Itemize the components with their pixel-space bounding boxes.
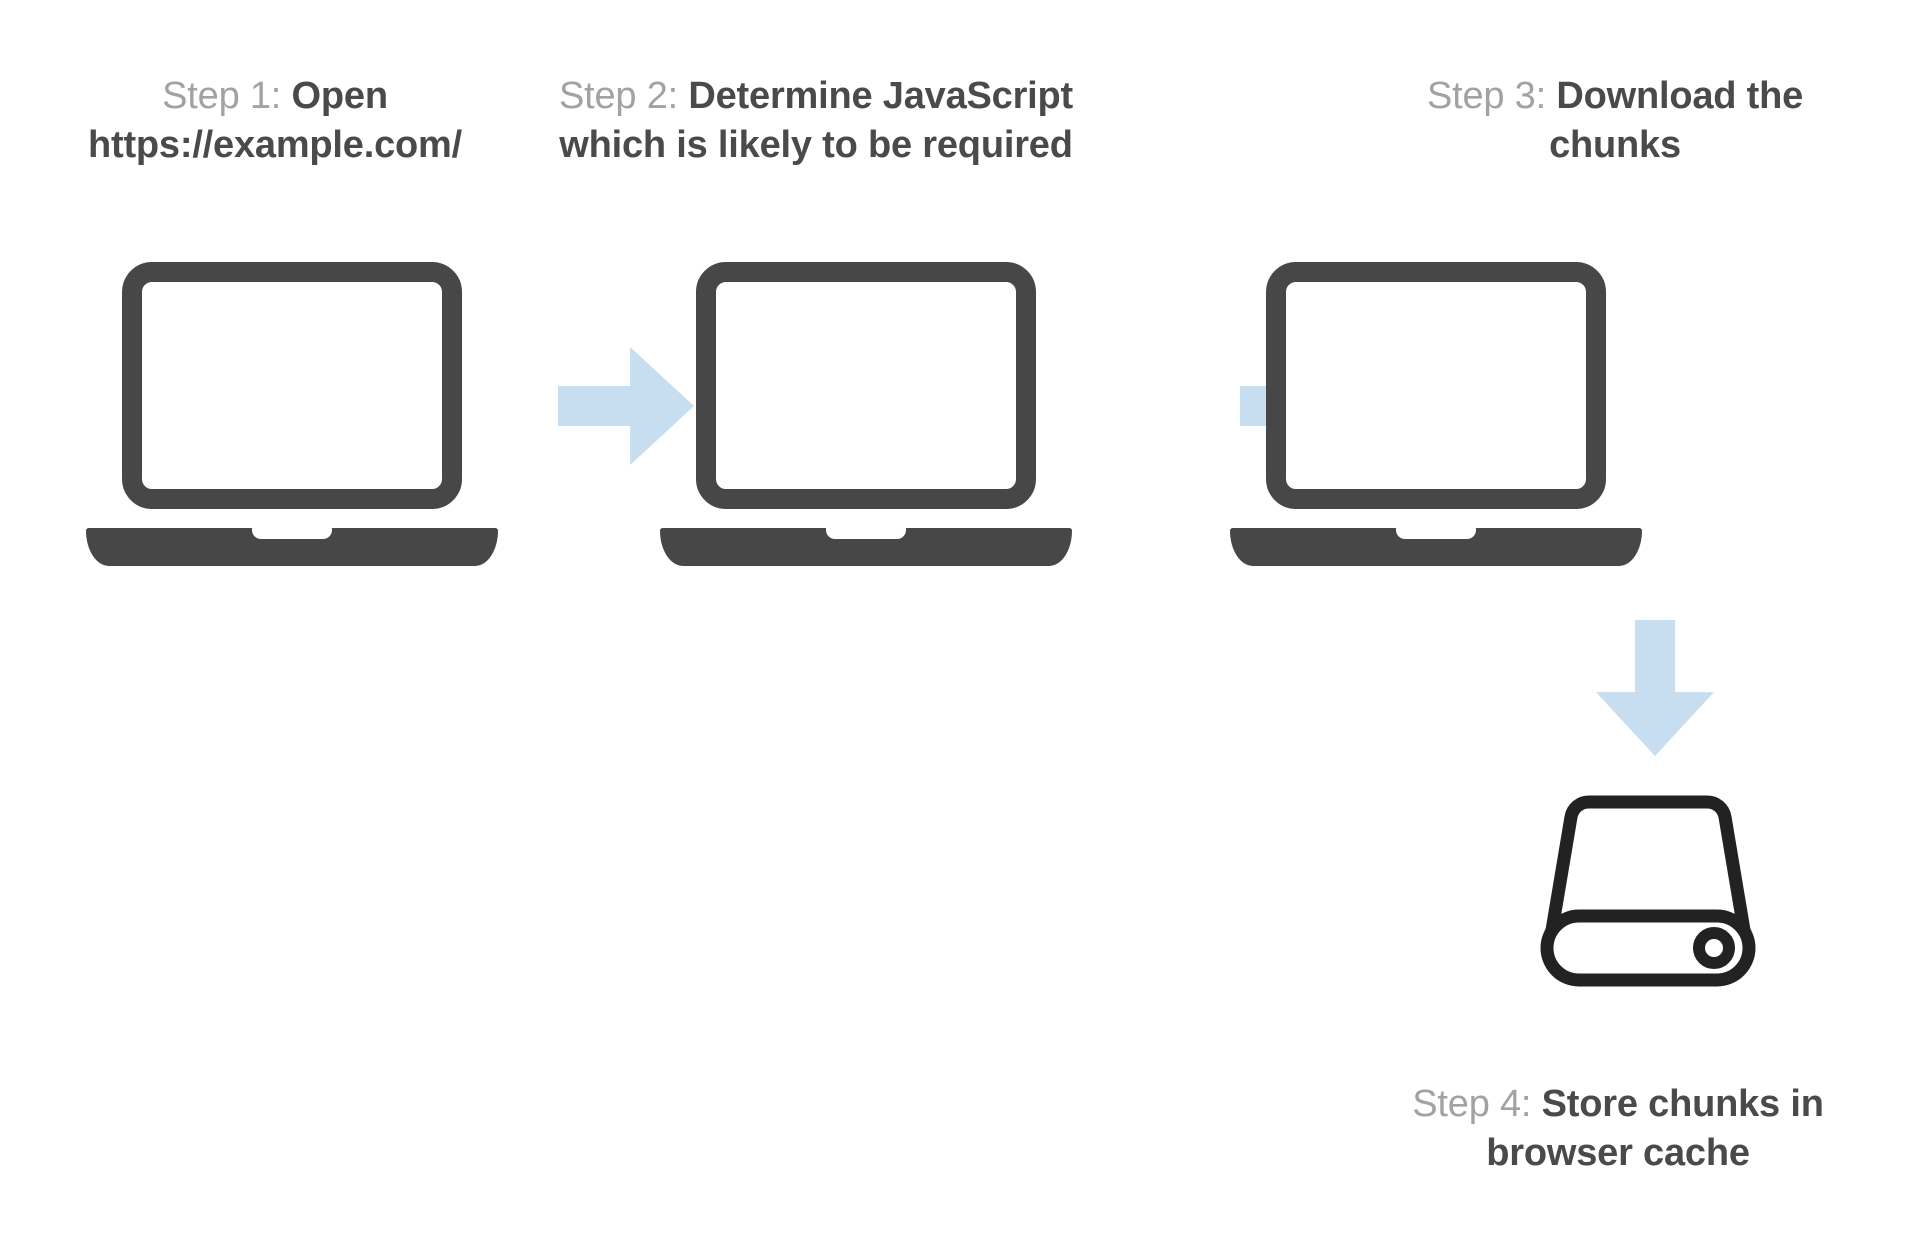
laptop-icon — [86, 262, 498, 582]
laptop-icon — [660, 262, 1072, 582]
step-4-title: Store chunks in browser cache — [1486, 1083, 1824, 1175]
step-3-title: Download the chunks — [1549, 75, 1804, 167]
disk-drive-icon — [1533, 790, 1763, 990]
arrow-down-icon — [1596, 620, 1714, 756]
laptop-trackpad-notch — [826, 527, 906, 539]
laptop-trackpad-notch — [252, 527, 332, 539]
step-1-title: Open https://example.com/ — [88, 75, 462, 167]
laptop-screen — [696, 262, 1036, 509]
step-1-caption: Step 1: Open https://example.com/ — [20, 72, 530, 171]
step-4-caption: Step 4: Store chunks in browser cache — [1398, 1080, 1838, 1179]
step-3-prefix: Step 3: — [1426, 75, 1557, 117]
step-3-caption: Step 3: Download the chunks — [1400, 72, 1830, 171]
step-2-prefix: Step 2: — [558, 75, 689, 117]
disk-body-bottom — [1540, 909, 1756, 987]
laptop-trackpad-notch — [1396, 527, 1476, 539]
disk-body-top — [1543, 795, 1753, 949]
disk-led-icon — [1693, 927, 1735, 969]
step-4-prefix: Step 4: — [1412, 1083, 1542, 1125]
laptop-icon — [1230, 262, 1642, 582]
step-1-prefix: Step 1: — [162, 75, 292, 117]
step-2-title: Determine JavaScript which is likely to … — [559, 75, 1074, 167]
disk-drive-glyph — [1540, 795, 1756, 987]
laptop-screen — [122, 262, 462, 509]
laptop-screen — [1266, 262, 1606, 509]
step-2-caption: Step 2: Determine JavaScript which is li… — [556, 72, 1076, 171]
